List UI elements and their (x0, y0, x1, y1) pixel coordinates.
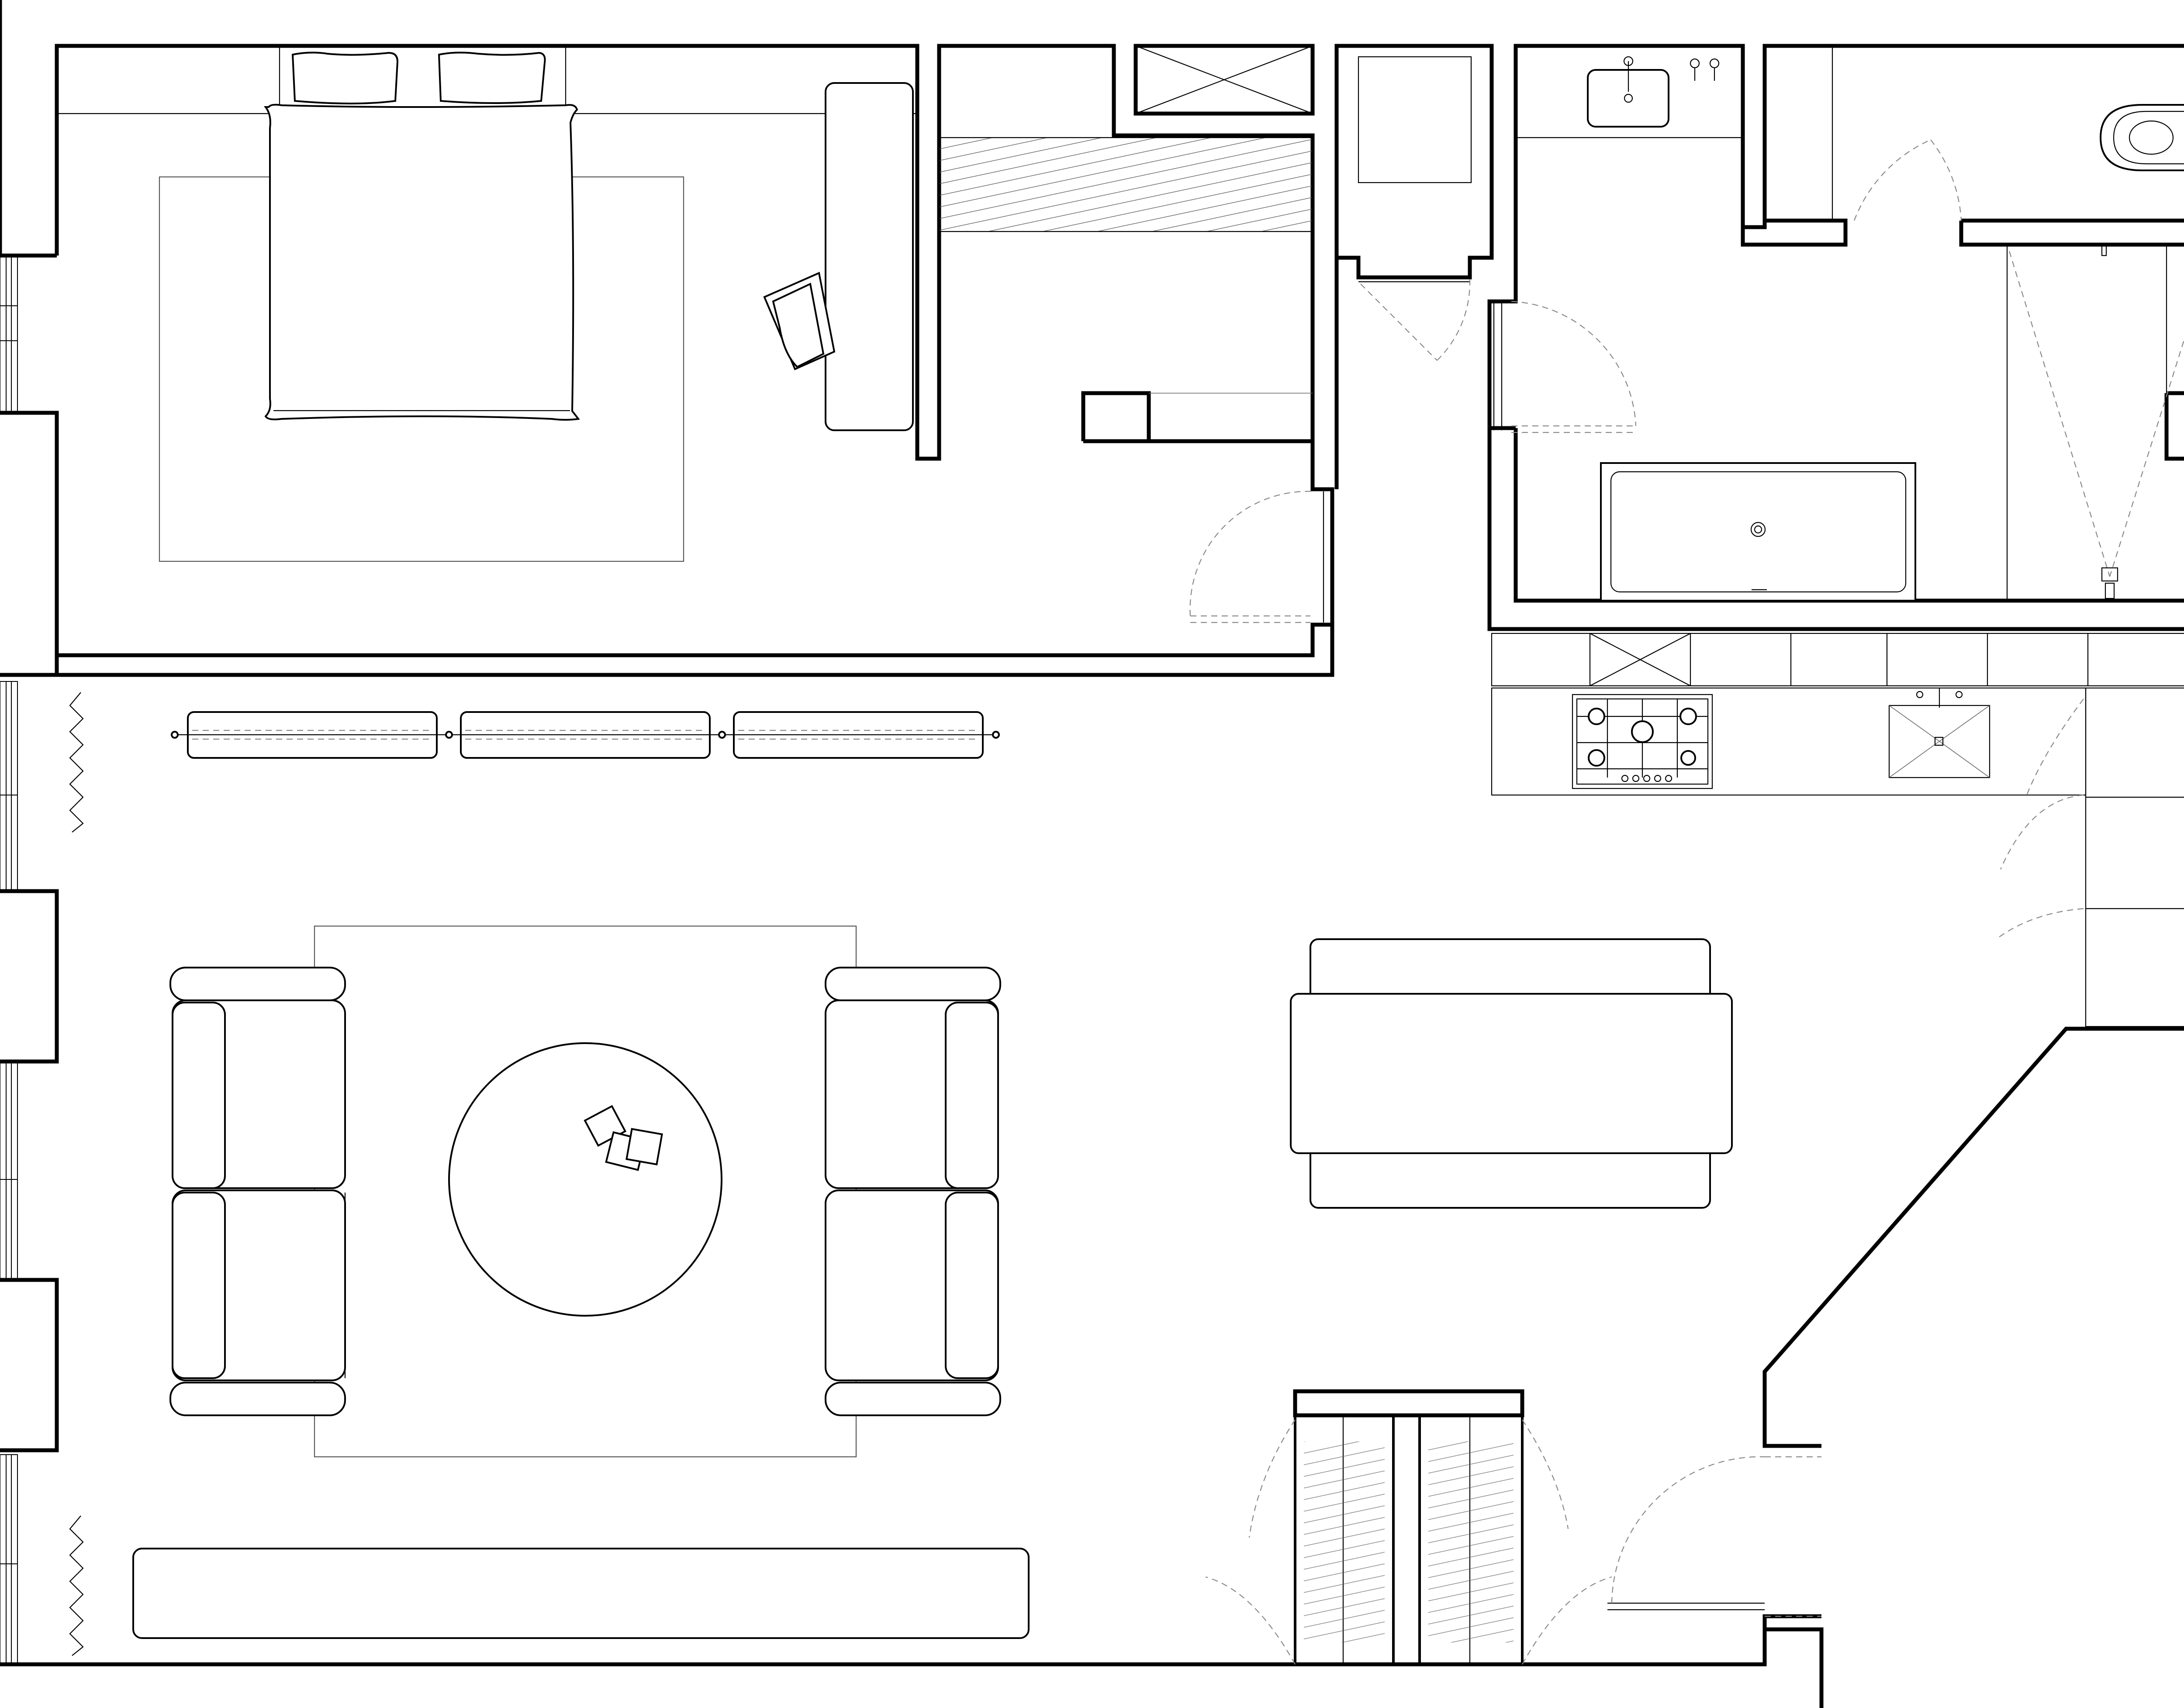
window-strip (0, 255, 18, 1665)
door-icon (1493, 301, 1637, 433)
wc (1832, 46, 2184, 601)
bathroom (1493, 56, 1916, 602)
desk-icon (825, 82, 914, 431)
dining-table-icon (1290, 938, 1733, 1209)
door-icon (1205, 1419, 1821, 1665)
door-icon (1996, 698, 2084, 940)
curtain-icon (69, 692, 84, 1656)
chair-icon (763, 272, 836, 370)
bedroom (57, 46, 1324, 623)
cooktop-icon (1572, 694, 1713, 789)
sofa-icon (169, 967, 346, 1416)
living-dining (69, 692, 1733, 1656)
utility (1358, 56, 1472, 361)
coffee-table-icon (448, 1042, 722, 1317)
door-icon (1853, 139, 1962, 221)
entrance (1205, 1414, 1821, 1666)
sofa-icon (825, 967, 1001, 1416)
door-icon (1189, 491, 1324, 623)
shower-icon (2006, 244, 2184, 601)
radiator-icon (171, 711, 1000, 759)
kitchen (1491, 633, 2184, 1030)
kitchen-sink-icon (1888, 688, 1990, 778)
washbasin-icon (1587, 56, 1720, 128)
tv-console-icon (132, 1548, 1030, 1639)
bathtub-icon (1600, 462, 1916, 602)
walk-in-closet (939, 45, 1313, 394)
toilet-icon (2099, 104, 2184, 171)
bed-icon (263, 46, 580, 421)
wardrobe-icon (1294, 1414, 1524, 1666)
door-icon (1360, 279, 1471, 361)
wardrobe-icon (939, 137, 1313, 232)
